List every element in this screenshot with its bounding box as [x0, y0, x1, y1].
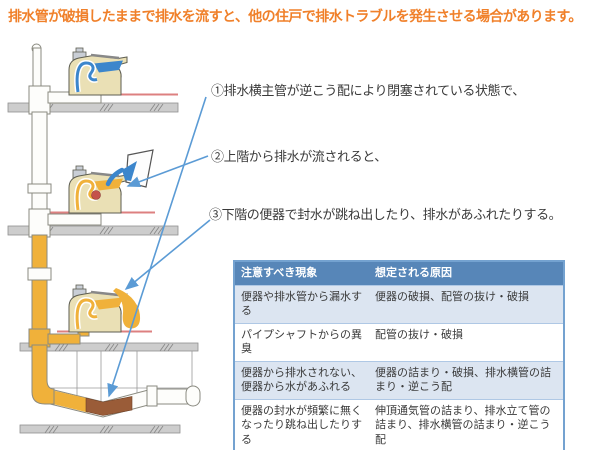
callout-arrow-2 — [126, 155, 209, 188]
callout-arrow-1 — [107, 96, 207, 398]
callout-arrow-3 — [124, 219, 211, 291]
pipe-coupling — [146, 385, 158, 407]
table-header-row: 注意すべき現象 想定される原因 — [234, 261, 564, 286]
vent-pipe — [32, 47, 42, 91]
callout-arrows — [107, 96, 211, 398]
drain-stack-pipe — [27, 43, 55, 405]
pipe-blockage — [85, 396, 133, 416]
table-row: 便器から排水されない、便器から水があふれる 便器の詰まり・破損、排水横管の詰まり… — [234, 360, 564, 400]
cause-cell: 伸頂通気管の詰まり、排水立て管の詰まり、排水横管の詰まり・逆こう配 — [369, 398, 564, 450]
overflow-splash — [113, 288, 141, 329]
stack-bottom-elbow — [31, 344, 55, 405]
trap-blockage-ball — [91, 190, 101, 200]
annotation-1: ①排水横主管が逆こう配により閉塞されている状態で、 — [211, 83, 525, 98]
page-title: 排水管が破損したままで排水を流すと、他の住戸で排水トラブルを発生させる場合があり… — [8, 8, 582, 24]
table-row: 便器の封水が頻繁に無くなったり跳ね出したりする 伸頂通気管の詰まり、排水立て管の… — [234, 398, 564, 450]
pipe-hangers — [76, 351, 193, 401]
table-row: パイプシャフトからの異臭 配管の抜け・破損 — [234, 322, 564, 362]
annotation-3: ③下階の便器で封水が跳ね出したり、排水があふれたりする。 — [209, 207, 562, 222]
waste-water-in-main-pipe — [50, 389, 88, 413]
table-row: 便器や排水管から漏水する 便器の破損、配管の抜け・破損 — [234, 284, 564, 324]
phenomenon-cell: 便器や排水管から漏水する — [234, 284, 369, 324]
trouble-cause-table: 注意すべき現象 想定される原因 便器や排水管から漏水する 便器の破損、配管の抜け… — [233, 260, 565, 450]
trouble-table-container: 注意すべき現象 想定される原因 便器や排水管から漏水する 便器の破損、配管の抜け… — [233, 260, 565, 450]
pipe-end-cap — [185, 385, 201, 407]
seal-water-blue — [94, 60, 123, 73]
col-header-cause: 想定される原因 — [369, 261, 564, 286]
col-header-phenomenon: 注意すべき現象 — [234, 261, 369, 286]
annotation-2: ②上階から排水が流されると、 — [211, 149, 387, 164]
toilet-upper-floor — [68, 47, 128, 96]
phenomenon-cell: パイプシャフトからの異臭 — [234, 322, 369, 362]
pour-stream — [105, 167, 125, 187]
main-horizontal-drain-pipe — [49, 385, 201, 418]
phenomenon-cell: 便器の封水が頻繁に無くなったり跳ね出したりする — [234, 398, 369, 450]
cause-cell: 配管の抜け・破損 — [369, 322, 564, 362]
toilet-middle-floor — [68, 165, 128, 214]
phenomenon-cell: 便器から排水されない、便器から水があふれる — [234, 360, 369, 400]
cause-cell: 便器の破損、配管の抜け・破損 — [369, 284, 564, 324]
branch-pipe-filled — [47, 333, 81, 345]
stack-filled-with-waste — [31, 234, 48, 332]
toilet-lower-floor — [68, 284, 128, 333]
floor-slabs — [7, 102, 199, 434]
overflowing-waste-water — [94, 297, 123, 310]
bucket-water — [122, 161, 137, 181]
cause-cell: 便器の詰まり・破損、排水横管の詰まり・逆こう配 — [369, 360, 564, 400]
